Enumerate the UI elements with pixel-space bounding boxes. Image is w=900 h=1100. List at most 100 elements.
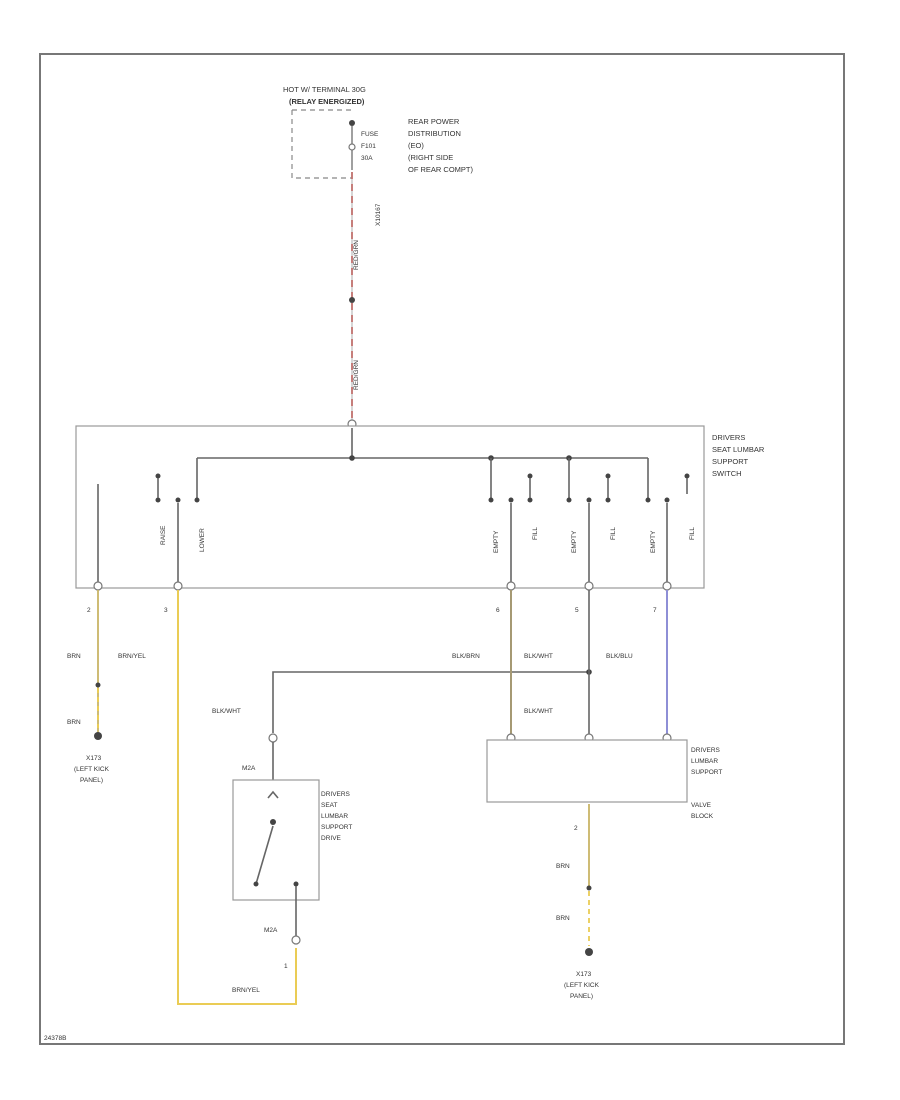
contact-empty-1b bbox=[508, 497, 514, 503]
blk-wht-label-mid: BLK/WHT bbox=[524, 708, 553, 715]
fuse-terminal-bottom bbox=[348, 143, 356, 151]
red-grn-wire-label-upper: RED/GRN bbox=[353, 240, 360, 270]
drive-label-3: LUMBAR bbox=[321, 813, 348, 820]
fuse-terminal-top bbox=[349, 120, 355, 126]
ground-left-label-3: PANEL) bbox=[80, 777, 103, 784]
drive-connector-top: M2A bbox=[242, 765, 256, 772]
drive-label-1: DRIVERS bbox=[321, 791, 351, 798]
power-header: HOT W/ TERMINAL 30G bbox=[283, 85, 366, 94]
contact-empty-3b bbox=[664, 497, 670, 503]
rear-dist-label-2: DISTRIBUTION bbox=[408, 129, 461, 138]
brn-splice-left bbox=[95, 682, 101, 688]
rear-dist-label-3: (EO) bbox=[408, 141, 424, 150]
switch-label-3: SUPPORT bbox=[712, 457, 749, 466]
blk-blu-label: BLK/BLU bbox=[606, 653, 633, 660]
drive-arrow-top bbox=[267, 790, 279, 799]
switch-pin-5 bbox=[584, 581, 594, 591]
pin-number-6: 6 bbox=[496, 607, 500, 614]
ground-left-label-2: (LEFT KICK bbox=[74, 766, 110, 773]
brn-label-right-lower: BRN bbox=[556, 915, 570, 922]
contact-label-raise: RAISE bbox=[160, 525, 167, 545]
contact-lower-b bbox=[194, 497, 200, 503]
valve-label-5: BLOCK bbox=[691, 813, 714, 820]
contact-fill-1-top bbox=[527, 473, 533, 479]
lumbar-drive-box bbox=[232, 779, 320, 901]
brn-yel-label-top: BRN/YEL bbox=[118, 653, 146, 660]
valve-label-3: SUPPORT bbox=[691, 769, 722, 776]
ground-right-label-3: PANEL) bbox=[570, 993, 593, 1000]
drive-connector-bottom: M2A bbox=[264, 927, 278, 934]
fuse-label-1: FUSE bbox=[361, 131, 379, 138]
pin-number-7: 7 bbox=[653, 607, 657, 614]
valve-label-2: LUMBAR bbox=[691, 758, 718, 765]
valve-pin-2-label: 2 bbox=[574, 825, 578, 832]
lumbar-switch-box bbox=[75, 425, 705, 589]
switch-label-4: SWITCH bbox=[712, 469, 742, 478]
contact-raise-b bbox=[155, 497, 161, 503]
contact-label-empty-3: EMPTY bbox=[650, 530, 657, 553]
diagram-code: 24378B bbox=[44, 1035, 66, 1042]
splice-code-label: X10167 bbox=[375, 203, 382, 226]
brn-label-left-upper: BRN bbox=[67, 653, 81, 660]
pin-number-2: 2 bbox=[87, 607, 91, 614]
ground-left-label-1: X173 bbox=[86, 755, 102, 762]
drive-contact-lower-right bbox=[293, 881, 299, 887]
rear-dist-label-4: (RIGHT SIDE bbox=[408, 153, 453, 162]
contact-lower-a bbox=[175, 497, 181, 503]
contact-raise-a bbox=[155, 473, 161, 479]
power-dist-dashed-box bbox=[291, 110, 352, 179]
switch-pin-6 bbox=[506, 581, 516, 591]
contact-empty-1a bbox=[488, 497, 494, 503]
bus-junction-1 bbox=[349, 455, 355, 461]
blk-brn-label: BLK/BRN bbox=[452, 653, 480, 660]
splice-dot bbox=[349, 297, 355, 303]
valve-block-box bbox=[486, 739, 688, 803]
contact-label-lower: LOWER bbox=[199, 528, 206, 552]
contact-label-fill-3: FILL bbox=[689, 527, 696, 540]
contact-fill-2 bbox=[605, 497, 611, 503]
contact-fill-1 bbox=[527, 497, 533, 503]
drive-switch-arm bbox=[255, 825, 274, 885]
drive-label-2: SEAT bbox=[321, 802, 338, 809]
drive-label-4: SUPPORT bbox=[321, 824, 352, 831]
drive-contact-lower-left bbox=[253, 881, 259, 887]
contact-empty-2b bbox=[586, 497, 592, 503]
brn-label-right-upper: BRN bbox=[556, 863, 570, 870]
contact-label-empty-1: EMPTY bbox=[493, 530, 500, 553]
switch-pin-2 bbox=[93, 581, 103, 591]
contact-empty-3a bbox=[645, 497, 651, 503]
switch-label-2: SEAT LUMBAR bbox=[712, 445, 765, 454]
diagram-frame bbox=[39, 53, 845, 1045]
valve-label-1: DRIVERS bbox=[691, 747, 721, 754]
contact-empty-2a bbox=[566, 497, 572, 503]
ground-right-label-2: (LEFT KICK bbox=[564, 982, 600, 989]
ground-right-point bbox=[585, 948, 593, 956]
drive-pin-bottom bbox=[291, 935, 301, 945]
switch-contacts bbox=[97, 473, 690, 582]
contact-fill-2-top bbox=[605, 473, 611, 479]
drive-label-5: DRIVE bbox=[321, 835, 342, 842]
switch-pin-3 bbox=[173, 581, 183, 591]
blk-wht-label-left: BLK/WHT bbox=[212, 708, 241, 715]
drive-pin-top bbox=[268, 733, 278, 743]
drive-pin-1-label: 1 bbox=[284, 963, 288, 970]
fuse-label-2: F101 bbox=[361, 143, 376, 150]
contact-label-fill-1: FILL bbox=[532, 527, 539, 540]
contact-fill-3-top bbox=[684, 473, 690, 479]
brn-splice-right bbox=[586, 885, 592, 891]
fuse-label-3: 30A bbox=[361, 155, 373, 162]
red-grn-wire-label-lower: RED/GRN bbox=[353, 360, 360, 390]
pin-number-5: 5 bbox=[575, 607, 579, 614]
contact-label-empty-2: EMPTY bbox=[571, 530, 578, 553]
drive-contact-upper bbox=[270, 819, 276, 825]
switch-label-1: DRIVERS bbox=[712, 433, 745, 442]
ground-right-label-1: X173 bbox=[576, 971, 592, 978]
pin-number-3: 3 bbox=[164, 607, 168, 614]
rear-dist-label-5: OF REAR COMPT) bbox=[408, 165, 474, 174]
blk-wht-label-top: BLK/WHT bbox=[524, 653, 553, 660]
valve-label-4: VALVE bbox=[691, 802, 712, 809]
brn-yel-label-bottom: BRN/YEL bbox=[232, 987, 260, 994]
blk-wht-bus bbox=[272, 671, 589, 733]
power-subheader: (RELAY ENERGIZED) bbox=[289, 97, 365, 106]
